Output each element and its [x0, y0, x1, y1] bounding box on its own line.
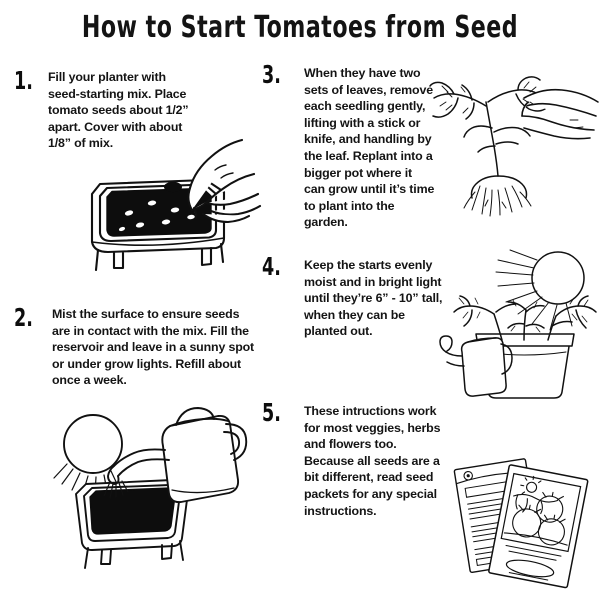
step-2-number: 2. — [14, 303, 33, 332]
watering-planter-illustration-icon — [48, 398, 263, 578]
step-1-number: 1. — [14, 66, 33, 95]
step-5-number: 5. — [262, 398, 281, 427]
seed-packets-illustration-icon — [446, 450, 598, 595]
step-2-text: Mist the surface to ensure seeds are in … — [52, 307, 255, 388]
step-1-text: Fill your planter with seed-starting mix… — [48, 70, 189, 151]
seedling-in-hand-illustration-icon — [428, 72, 600, 222]
step-3-text: When they have two sets of leaves, remov… — [304, 66, 435, 230]
step-4-number: 4. — [262, 252, 281, 281]
step-5-text: These intructions work for most veggies,… — [304, 404, 441, 518]
step-4-text: Keep the starts evenly moist and in brig… — [304, 258, 443, 339]
potted-plants-illustration-icon — [438, 248, 600, 403]
step-3-number: 3. — [262, 60, 281, 89]
page-title: How to Start Tomatoes from Seed — [81, 10, 519, 45]
planter-seeding-illustration-icon — [74, 118, 264, 278]
